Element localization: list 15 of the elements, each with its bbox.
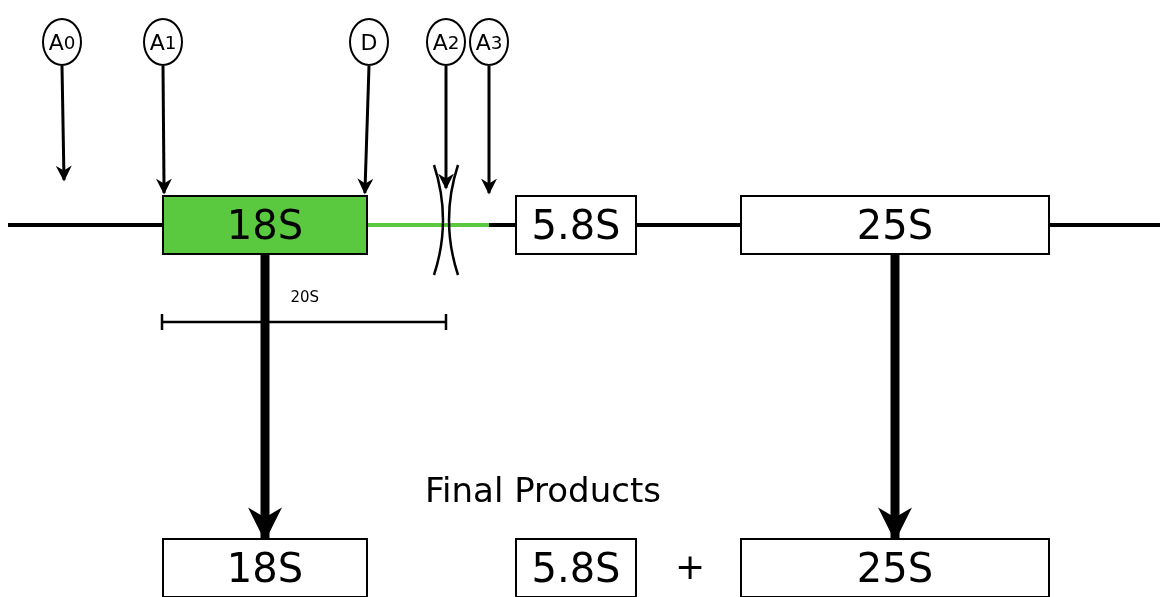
rrna-segment-box: 18S	[162, 195, 368, 255]
rrna-segment-box: 25S	[740, 195, 1050, 255]
arrow	[357, 65, 374, 195]
plus-sign: +	[675, 545, 706, 587]
leader-arrow	[55, 65, 72, 182]
arrow	[155, 66, 172, 195]
cleavage-site-label: D	[349, 18, 389, 66]
rrna-segment-box: 18S	[162, 538, 368, 597]
rrna-segment-box: 5.8S	[515, 538, 637, 597]
rrna-segment-box: 25S	[740, 538, 1050, 597]
section-heading: Final Products	[425, 470, 661, 510]
dimension-label: 20S	[290, 288, 320, 306]
arrow	[481, 66, 497, 195]
rrna-segment-box: 5.8S	[515, 195, 637, 255]
leader-arrow	[438, 66, 454, 190]
